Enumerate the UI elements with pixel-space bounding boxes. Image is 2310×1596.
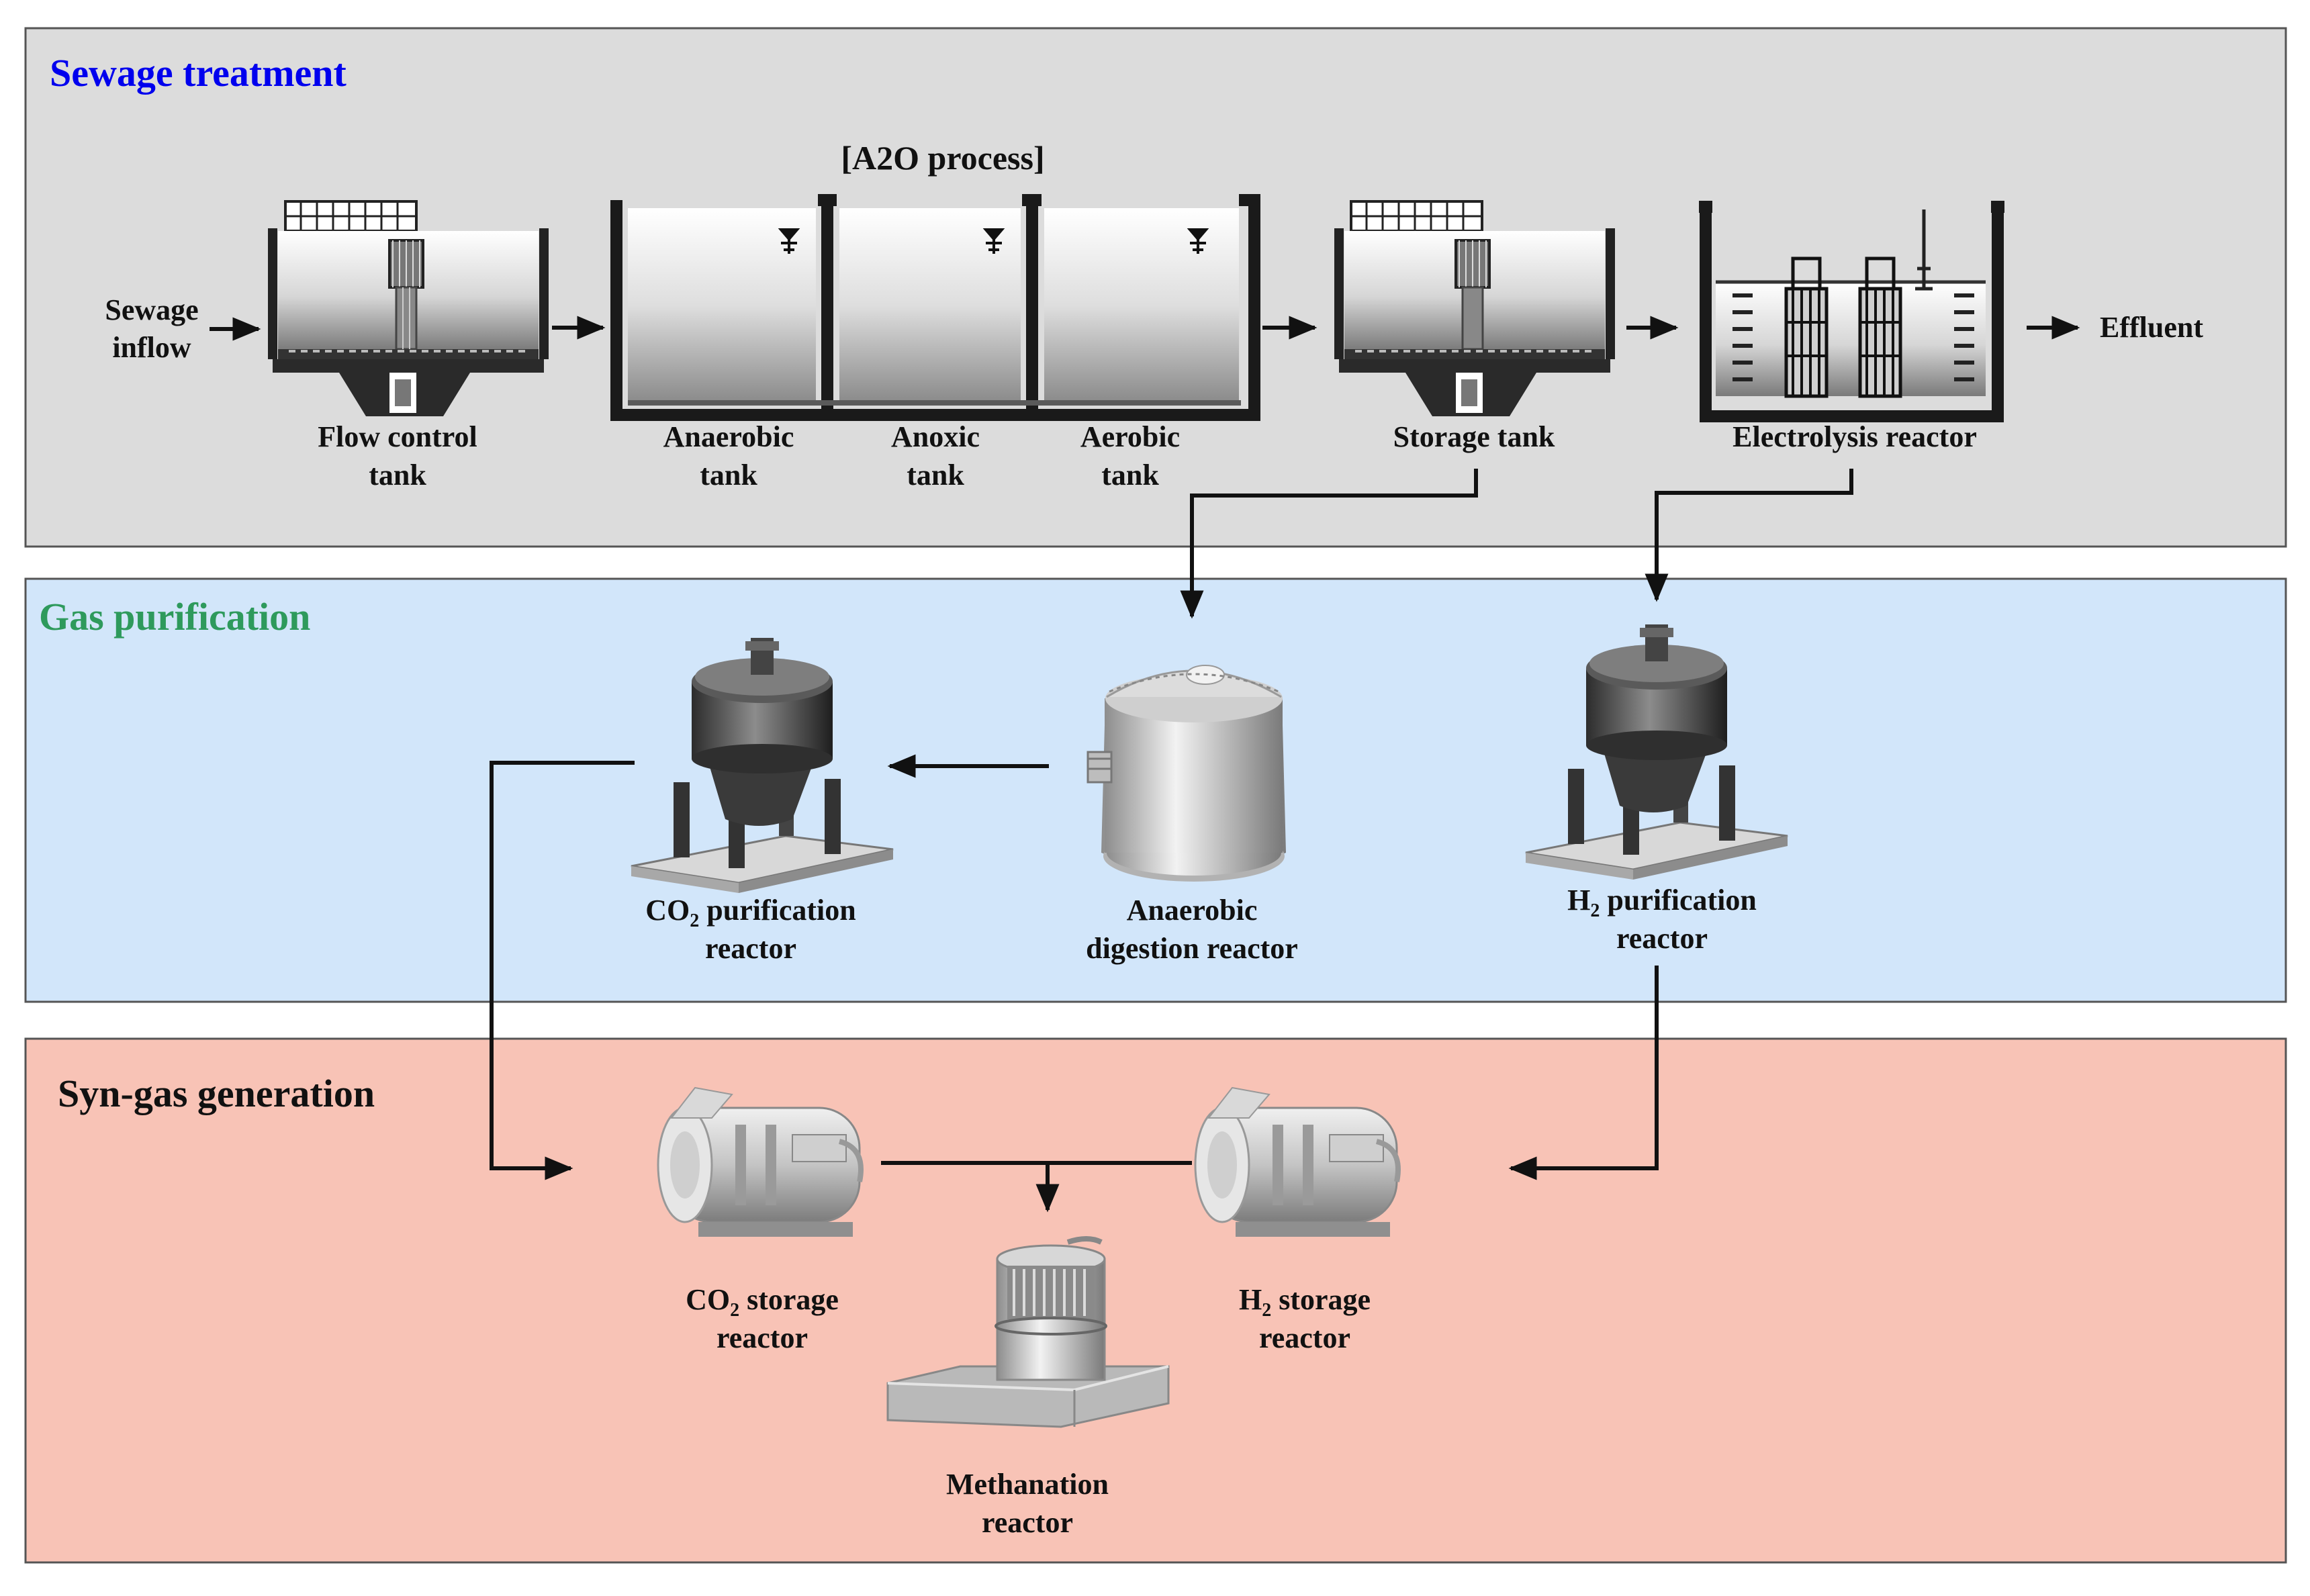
- a2o-basin-icon: [610, 194, 1260, 421]
- co2-storage-label: CO2 storage reactor: [686, 1283, 839, 1354]
- svg-text:H2 purification: H2 purification: [1567, 884, 1757, 921]
- aerobic-tank-label-line2: tank: [1101, 459, 1159, 491]
- anoxic-tank-label-line2: tank: [907, 459, 964, 491]
- co2-purification-reactor-icon: [631, 638, 894, 893]
- h2-storage-reactor-icon: [1194, 1086, 1401, 1237]
- flow-control-tank-icon: [268, 200, 549, 416]
- h2-storage-label: H2 storage reactor: [1239, 1283, 1371, 1354]
- anaerobic-digestion-label-line1: Anaerobic: [1127, 894, 1258, 927]
- methanation-reactor-icon: [886, 1236, 1170, 1428]
- flow-control-tank-label-line2: tank: [369, 459, 426, 491]
- sewage-inflow-label-line1: Sewage: [105, 293, 198, 326]
- svg-text:reactor: reactor: [1616, 922, 1708, 955]
- anaerobic-tank-label-line1: Anaerobic: [663, 420, 794, 453]
- effluent-label: Effluent: [2100, 311, 2203, 344]
- svg-text:CO2 purification: CO2 purification: [645, 894, 856, 931]
- aerobic-tank-label-line1: Aerobic: [1080, 420, 1180, 453]
- electrolysis-reactor-icon: [1699, 201, 2004, 422]
- storage-tank-label: Storage tank: [1393, 420, 1555, 453]
- flow-control-tank-label-line1: Flow control: [318, 420, 477, 453]
- svg-text:reactor: reactor: [717, 1321, 808, 1354]
- methanation-label-line1: Methanation: [946, 1468, 1109, 1501]
- gas-purification-title: Gas purification: [39, 595, 310, 639]
- a2o-process-label: [A2O process]: [841, 139, 1044, 177]
- h2-purification-reactor-icon: [1525, 624, 1788, 880]
- sewage-treatment-title: Sewage treatment: [50, 51, 347, 95]
- anaerobic-digestion-label-line2: digestion reactor: [1086, 932, 1298, 965]
- electrolysis-reactor-label: Electrolysis reactor: [1732, 420, 1977, 453]
- svg-text:CO2 storage: CO2 storage: [686, 1283, 839, 1321]
- anaerobic-tank-label-line2: tank: [700, 459, 757, 491]
- arrow-h2-purification-to-h2-storage: [1508, 966, 1659, 1180]
- storage-tank-icon: [1334, 200, 1615, 416]
- syngas-generation-title: Syn-gas generation: [58, 1072, 375, 1115]
- arrow-co2-purification-to-co2-storage: [490, 761, 635, 1180]
- methanation-label-line2: reactor: [982, 1506, 1073, 1539]
- svg-text:reactor: reactor: [1259, 1321, 1350, 1354]
- syngas-generation-panel: [24, 1037, 2287, 1564]
- arrow-electrolysis-to-h2-purification: [1645, 469, 1853, 602]
- sewage-inflow-label-line2: inflow: [112, 331, 191, 364]
- co2-purification-label: CO2 purification reactor: [645, 894, 856, 965]
- water-level-icon: [778, 228, 1209, 254]
- svg-text:H2 storage: H2 storage: [1239, 1283, 1371, 1321]
- anaerobic-digestion-reactor-icon: [1087, 665, 1286, 882]
- co2-storage-reactor-icon: [657, 1086, 864, 1237]
- h2-purification-label: H2 purification reactor: [1567, 884, 1757, 955]
- flow-arrows: [210, 316, 2080, 1213]
- svg-text:reactor: reactor: [705, 932, 796, 965]
- arrow-storage-to-digester: [1180, 469, 1478, 619]
- anoxic-tank-label-line1: Anoxic: [891, 420, 980, 453]
- electrolysis-cell-icon: [1784, 256, 1902, 398]
